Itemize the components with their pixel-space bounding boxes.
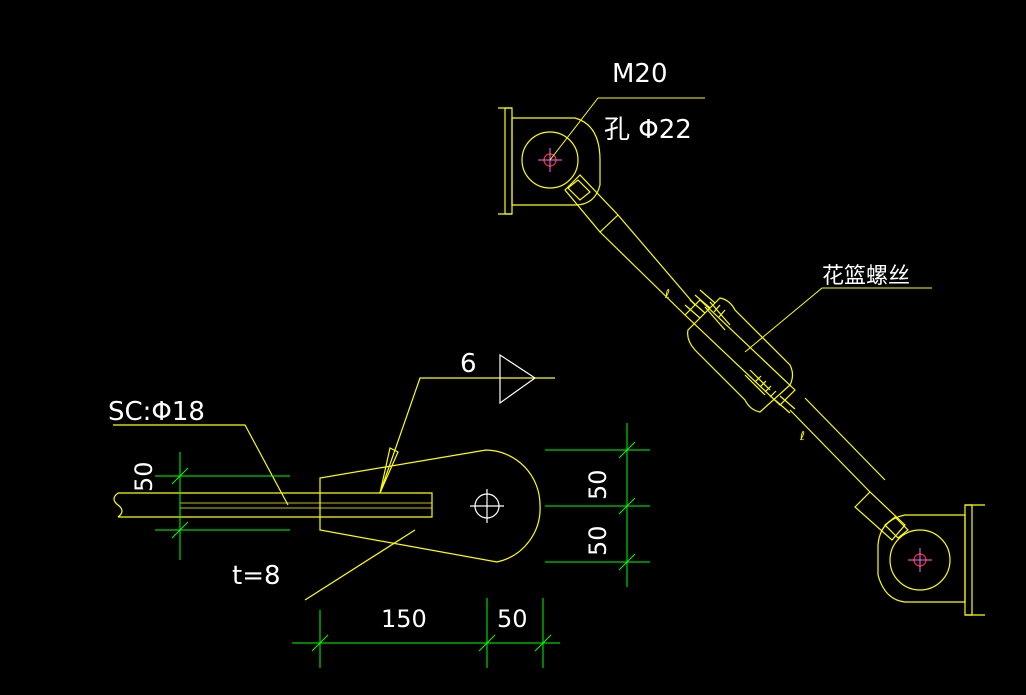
top-support-plate [504,107,513,215]
connection-plate [319,449,541,563]
bottom-hole-cross [908,548,932,572]
connection-detail [113,377,555,601]
bottom-lug-boss [889,529,951,591]
weld-arrow-head [379,447,399,494]
dim-right-ticks [618,441,636,571]
plate-hole-cross [470,489,504,523]
dim-right-ext [545,449,650,563]
dim-bottom-ticks [311,634,552,652]
dimensions [155,423,650,668]
rod-outline [118,492,433,518]
bottom-plate-ears [965,504,985,616]
bottom-support-plate [964,504,973,616]
dim-50-bottom-label: 50 [497,605,528,633]
rod-mark-lower: ℓ [799,429,805,443]
turnbuckle-label: 花篮螺丝 [822,264,910,289]
weld-leader [379,377,555,494]
top-lug-boss [521,131,579,189]
dim-left-ext [155,475,290,531]
dim-bottom-ext [319,598,544,668]
brace-assembly: ℓ ℓ [498,107,985,616]
center-marks [538,148,932,572]
upper-leaders [549,97,932,353]
dim-lower-label: 50 [584,525,612,556]
top-lug [511,117,601,206]
thread-upper [684,289,731,331]
hole-leader [549,97,705,161]
bottom-lug [877,514,966,603]
dim-left-ticks [171,467,189,539]
rod-label: SC:Φ18 [108,397,205,427]
rod-lower [789,397,886,493]
thickness-leader [304,529,416,601]
top-plate-ears [498,107,512,215]
bottom-rod-end [854,491,906,541]
thread-lower [744,369,796,414]
dim-150-label: 150 [381,605,427,633]
rod-mark-upper: ℓ [664,287,670,301]
rod-break [113,492,123,518]
dim-upper-label: 50 [584,469,612,500]
thickness-label: t=8 [232,561,281,591]
dim-left-label: 50 [130,461,158,492]
rod-leader [113,424,289,506]
bolt-label: M20 [612,59,668,89]
turnbuckle-leader [744,287,932,353]
top-rod-end-slot [567,179,591,201]
weld-symbol [499,353,537,405]
turnbuckle-outline [687,297,794,413]
hole-label: 孔 Φ22 [604,115,692,145]
rod-upper [599,214,696,316]
rod-centerline [180,502,432,509]
weld-size-label: 6 [460,349,477,379]
